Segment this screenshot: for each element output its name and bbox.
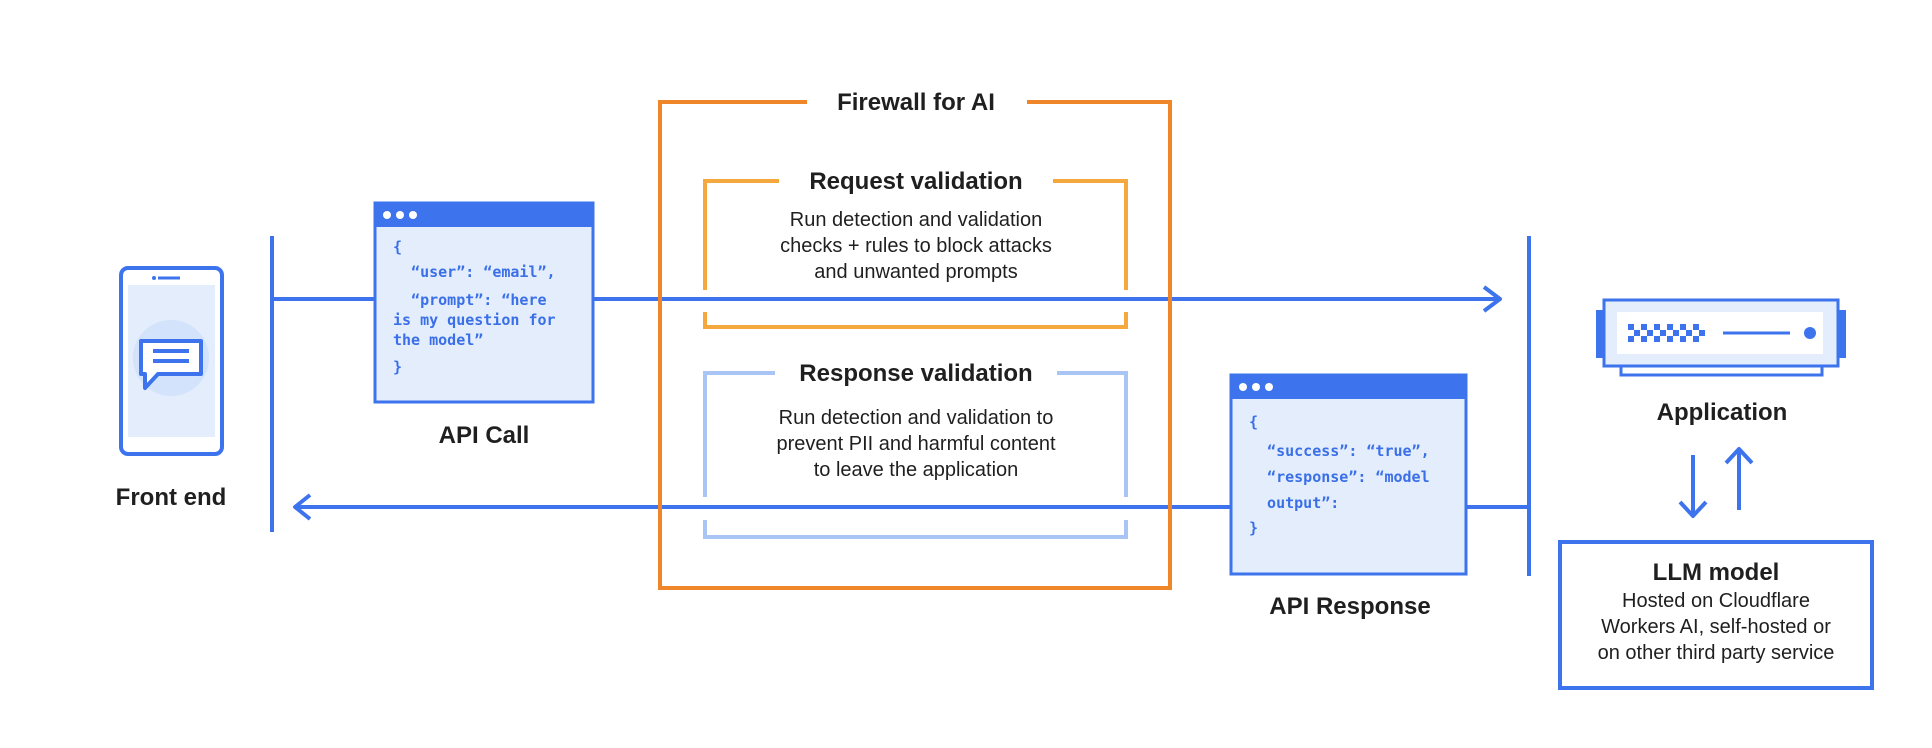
api-call-window [373, 201, 595, 404]
api-response-code-line: “response”: “model [1249, 468, 1430, 486]
application-label: Application [1657, 399, 1788, 426]
request-validation-line-1: Run detection and validation [790, 209, 1042, 231]
window-dot-icon [1265, 383, 1273, 391]
api-call-code-line: “user”: “email”, [393, 263, 556, 281]
front-end-label: Front end [116, 484, 227, 511]
api-response-window [1229, 373, 1468, 576]
application-server-icon [1596, 298, 1846, 377]
response-validation-line-2: prevent PII and harmful content [776, 433, 1055, 455]
window-dot-icon [396, 211, 404, 219]
firewall-title: Firewall for AI [837, 89, 995, 116]
llm-model-box [1558, 540, 1874, 690]
api-call-code-line: the model” [393, 331, 483, 349]
api-call-code-line: { [393, 238, 402, 256]
api-call-label: API Call [439, 422, 530, 449]
api-call-code-line: is my question for [393, 311, 556, 329]
api-response-code-line: “success”: “true”, [1249, 442, 1430, 460]
llm-model-line-1: Hosted on Cloudflare [1622, 590, 1810, 612]
llm-model-line-2: Workers AI, self-hosted or [1601, 616, 1831, 638]
front-end-phone-icon [119, 266, 224, 456]
api-call-code-line: } [393, 358, 402, 376]
request-validation-line-3: and unwanted prompts [814, 261, 1017, 283]
window-dot-icon [409, 211, 417, 219]
response-validation-line-3: to leave the application [814, 459, 1019, 481]
down-arrow-icon [1678, 455, 1708, 518]
api-call-code-line: “prompt”: “here [393, 291, 547, 309]
request-validation-line-2: checks + rules to block attacks [780, 235, 1052, 257]
api-response-label: API Response [1269, 593, 1430, 620]
request-validation-box [703, 179, 1128, 329]
response-validation-line-1: Run detection and validation to [779, 407, 1054, 429]
response-validation-title: Response validation [799, 360, 1032, 387]
window-dot-icon [1239, 383, 1247, 391]
window-dot-icon [1252, 383, 1260, 391]
api-response-code-line: output”: [1249, 494, 1339, 512]
up-arrow-icon [1724, 447, 1754, 510]
window-dot-icon [383, 211, 391, 219]
api-response-code-line: { [1249, 413, 1258, 431]
llm-model-title: LLM model [1653, 559, 1780, 586]
response-validation-box [703, 371, 1128, 539]
api-response-code-line: } [1249, 519, 1258, 537]
firewall-box [658, 100, 1172, 590]
llm-model-line-3: on other third party service [1598, 642, 1835, 664]
request-validation-title: Request validation [809, 168, 1022, 195]
